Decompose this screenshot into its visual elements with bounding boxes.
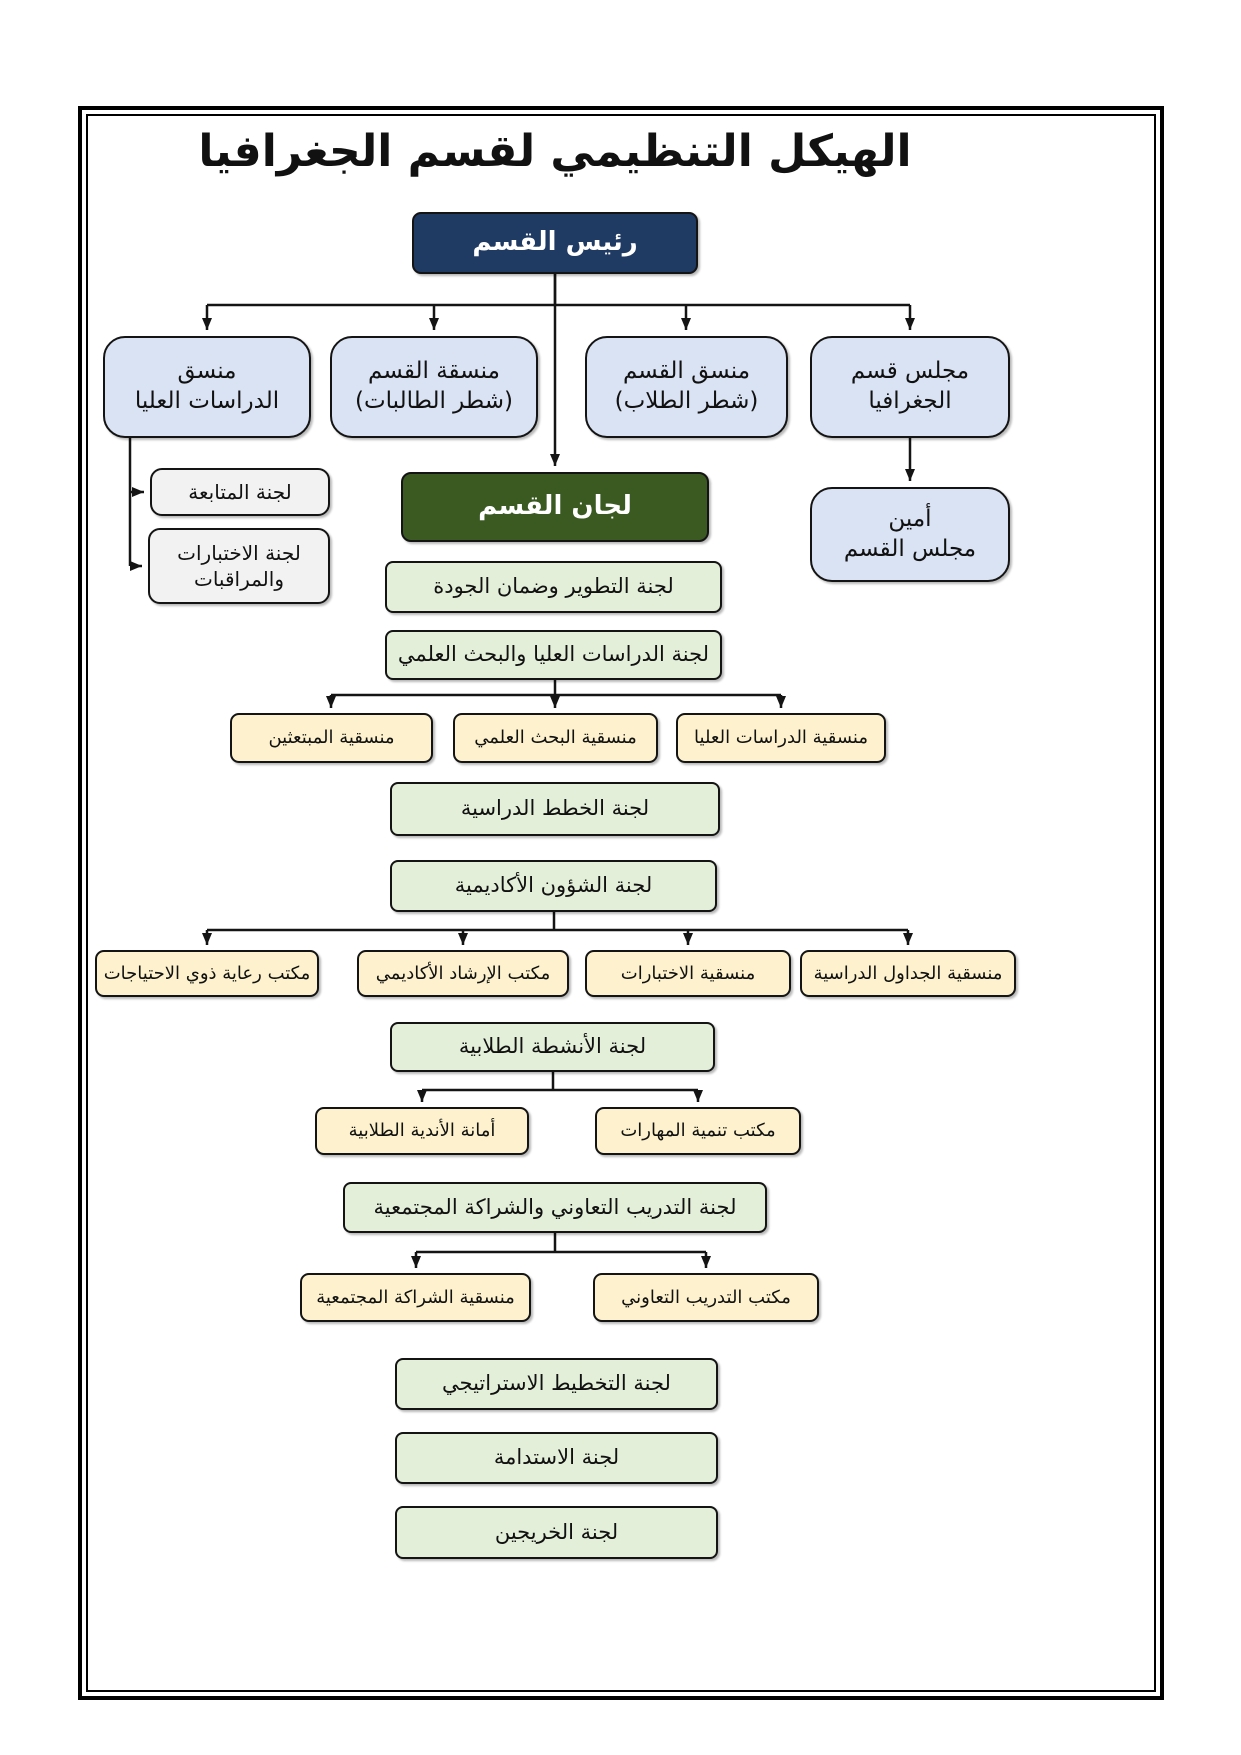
node-council-secretary: أمين مجلس القسم <box>810 487 1010 582</box>
page-title: الهيكل التنظيمي لقسم الجغرافيا <box>198 126 912 177</box>
node-schedules-coordination: منسقية الجداول الدراسية <box>800 950 1016 997</box>
node-sustainability-committee: لجنة الاستدامة <box>395 1432 718 1484</box>
node-exams-proctoring-committee: لجنة الاختبارات والمراقبات <box>148 528 330 604</box>
node-department-head: رئيس القسم <box>412 212 698 274</box>
node-geography-dept-council: مجلس قسم الجغرافيا <box>810 336 1010 438</box>
node-special-needs-care-office: مكتب رعاية ذوي الاحتياجات <box>95 950 319 997</box>
node-dept-coordinator-male-section: منسق القسم (شطر الطلاب) <box>585 336 788 438</box>
node-academic-affairs-committee: لجنة الشؤون الأكاديمية <box>390 860 717 912</box>
node-student-activities-committee: لجنة الأنشطة الطلابية <box>390 1022 715 1072</box>
node-study-plans-committee: لجنة الخطط الدراسية <box>390 782 720 836</box>
node-quality-assurance-committee: لجنة التطوير وضمان الجودة <box>385 561 722 613</box>
node-strategic-planning-committee: لجنة التخطيط الاستراتيجي <box>395 1358 718 1410</box>
node-community-partnership-coordination: منسقية الشراكة المجتمعية <box>300 1273 531 1322</box>
node-student-clubs-secretariat: أمانة الأندية الطلابية <box>315 1107 529 1155</box>
node-dept-coordinator-female-section: منسقة القسم (شطر الطالبات) <box>330 336 538 438</box>
node-skills-development-office: مكتب تنمية المهارات <box>595 1107 801 1155</box>
node-department-committees-header: لجان القسم <box>401 472 709 542</box>
page-frame <box>78 106 1164 1700</box>
node-coop-training-office: مكتب التدريب التعاوني <box>593 1273 819 1322</box>
node-academic-advising-office: مكتب الإرشاد الأكاديمي <box>357 950 569 997</box>
node-scientific-research-coordination: منسقية البحث العلمي <box>453 713 658 763</box>
node-alumni-committee: لجنة الخريجين <box>395 1506 718 1559</box>
node-coop-training-partnership-committee: لجنة التدريب التعاوني والشراكة المجتمعية <box>343 1182 767 1233</box>
node-exams-coordination: منسقية الاختبارات <box>585 950 791 997</box>
node-grad-studies-research-committee: لجنة الدراسات العليا والبحث العلمي <box>385 630 722 680</box>
node-grad-studies-coordination: منسقية الدراسات العليا <box>676 713 886 763</box>
node-grad-studies-coordinator: منسق الدراسات العليا <box>103 336 311 438</box>
node-scholarship-students-coordination: منسقية المبتعثين <box>230 713 433 763</box>
node-followup-committee: لجنة المتابعة <box>150 468 330 516</box>
